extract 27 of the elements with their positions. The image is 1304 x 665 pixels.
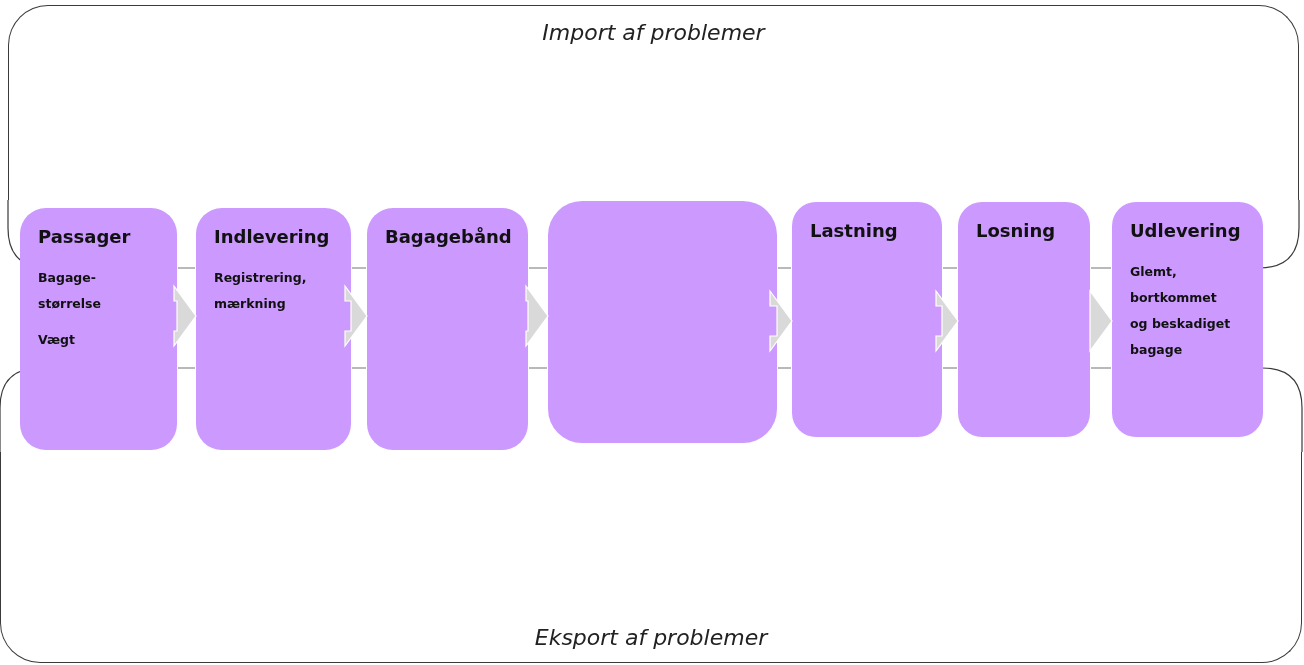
group-title: Import af problemer: [542, 20, 765, 45]
box-heading: Bagagebånd: [385, 226, 512, 247]
block-arrow: [344, 284, 368, 348]
block-arrow: [1089, 289, 1113, 353]
box-heading: Indlevering: [214, 226, 330, 247]
group-frame: [0, 452, 1302, 663]
box-text: Registrering, mærkning: [214, 269, 308, 313]
group-title: Eksport af problemer: [534, 625, 768, 650]
box-text: Vægt: [38, 331, 75, 349]
block-arrow: [935, 289, 959, 353]
box-heading: Passager: [38, 226, 131, 247]
process-box: [20, 208, 177, 450]
empty-box: [548, 201, 777, 443]
group-frame: [8, 5, 1299, 200]
box-heading: Losning: [976, 220, 1056, 241]
box-heading: Lastning: [810, 220, 898, 241]
process-box: [367, 208, 528, 450]
process-box: [792, 202, 942, 437]
block-arrow: [173, 284, 197, 348]
box-heading: Udlevering: [1130, 220, 1241, 241]
process-box: [958, 202, 1090, 437]
process-box: [1112, 202, 1263, 437]
block-arrow: [769, 289, 793, 353]
box-text: Bagage-størrelse: [38, 269, 102, 313]
box-text: Glemt, bortkommet og beskadiget bagage: [1130, 263, 1232, 359]
block-arrow: [525, 284, 549, 348]
process-box: [196, 208, 351, 450]
